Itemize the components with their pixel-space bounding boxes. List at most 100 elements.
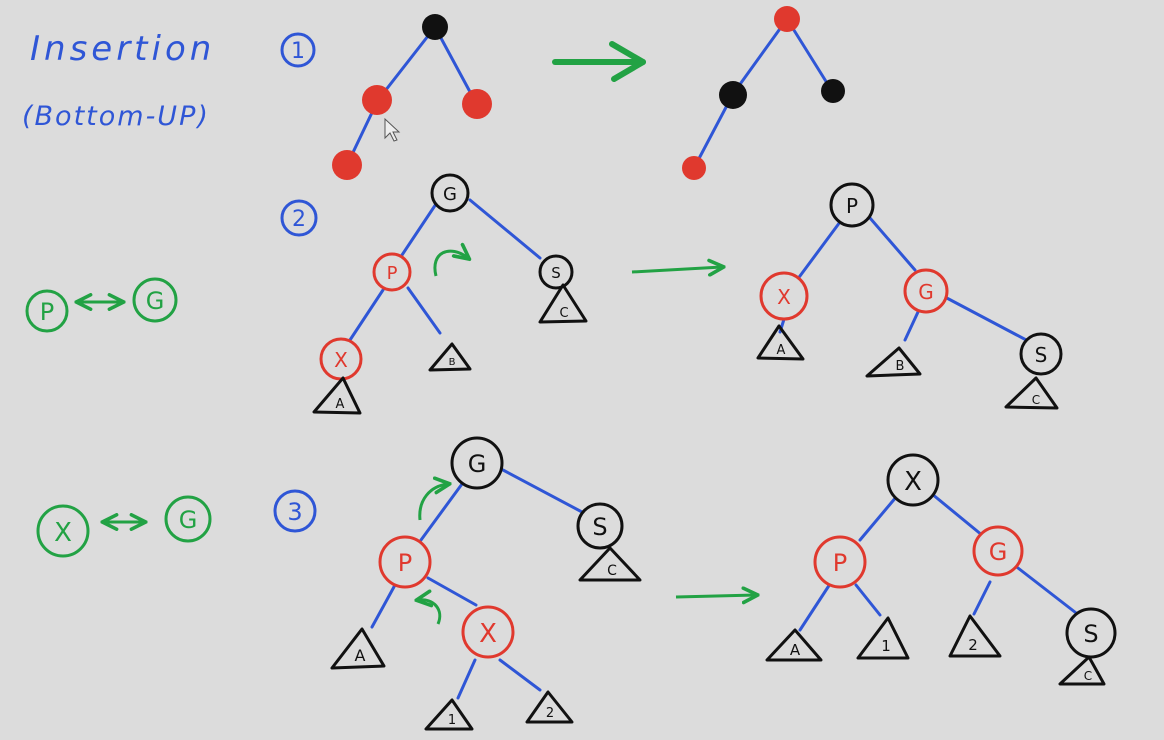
edge [941, 294, 1032, 344]
right-right-label: S [1083, 620, 1098, 648]
left-node [813, 535, 867, 589]
subtree-b [428, 342, 472, 372]
mouse-cursor-icon [384, 117, 401, 142]
red-node [332, 150, 362, 180]
subtree-2 [525, 690, 574, 724]
edge [854, 583, 882, 617]
swap-left-label: X [54, 518, 72, 548]
case-3-before-edges [370, 468, 584, 700]
root-label: P [846, 194, 858, 218]
edge [426, 576, 478, 607]
uncle-node [576, 502, 624, 550]
left-label: P [833, 549, 847, 577]
swap-left-circle [36, 504, 90, 558]
case-2-before-edges [348, 198, 542, 342]
edge [903, 310, 920, 342]
right-node [972, 525, 1024, 577]
subtree-c-label: C [1032, 393, 1040, 407]
right-right-node [1065, 607, 1117, 659]
black-node [821, 79, 845, 103]
case-1-number-circle [280, 32, 316, 68]
subtree-1-label: 1 [448, 713, 456, 728]
rotate-left-arrow [418, 600, 442, 625]
rotate-right-arrow [433, 251, 468, 277]
transform-arrow [675, 595, 756, 597]
right-label: G [989, 538, 1008, 566]
grandparent-node [430, 173, 470, 213]
heading-title: Insertion [30, 29, 215, 69]
case-2-number-circle [280, 199, 318, 237]
subtree-2-label: 2 [968, 636, 978, 654]
transform-arrow-head [609, 41, 646, 82]
case-2-after-edges [778, 216, 1032, 344]
root-node [886, 453, 940, 507]
swap-right-label: G [179, 506, 198, 534]
root-node [829, 182, 875, 228]
edge [433, 25, 478, 105]
edge [858, 494, 899, 542]
edge [370, 583, 397, 629]
case-3-number: 3 [287, 498, 302, 526]
subtree-1 [856, 616, 910, 660]
subtree-b-label: B [896, 359, 905, 374]
edge [498, 658, 542, 692]
red-node [682, 156, 706, 180]
rotate-right-arrow [418, 484, 448, 521]
uncle-label: S [592, 513, 607, 541]
edge [785, 17, 834, 93]
grandparent-label: G [443, 184, 457, 205]
uncle-node [538, 254, 574, 290]
swap-left-circle [25, 289, 69, 333]
case-1-number: 1 [291, 39, 305, 64]
red-node [774, 6, 800, 32]
edge [406, 286, 442, 335]
swap-right-label: G [146, 287, 165, 315]
edge [501, 468, 584, 514]
parent-node [378, 535, 432, 589]
subtree-c [538, 283, 588, 324]
black-node [719, 81, 747, 109]
case-2-number: 2 [292, 207, 306, 232]
case-3: 3 X G G P S C A X 1 [36, 436, 1117, 731]
edge [419, 482, 464, 542]
parent-label: P [398, 549, 412, 577]
case-2: 2 P G G P S C X A B [25, 173, 1063, 415]
subtree-a [756, 324, 805, 361]
edge [868, 216, 917, 272]
parent-label: P [387, 263, 398, 284]
case-3-number-circle [273, 489, 317, 533]
heading-subtitle: (Bottom-UP) [22, 101, 210, 132]
right-label: G [918, 280, 934, 304]
subtree-c-label: C [607, 563, 617, 579]
subtree-a-label: A [355, 646, 366, 665]
subtree-c-label: C [1084, 669, 1092, 683]
swap-right-circle [164, 495, 212, 543]
case-1-after-tree [692, 17, 834, 170]
case-1: 1 [280, 6, 845, 180]
red-node [462, 89, 492, 119]
left-node [759, 271, 809, 321]
right-right-label: S [1035, 343, 1048, 367]
grandparent-label: G [468, 450, 487, 478]
node-x [461, 605, 515, 659]
edge [456, 658, 477, 700]
edge [972, 580, 992, 616]
swap-left-label: P [40, 298, 54, 326]
transform-arrow [631, 267, 722, 272]
root-label: X [904, 467, 922, 497]
edge [798, 582, 832, 632]
edge [930, 492, 990, 542]
subtree-b [865, 346, 922, 378]
subtree-1-label: 1 [881, 637, 891, 655]
black-node [422, 14, 448, 40]
subtree-a-label: A [790, 641, 801, 659]
subtree-c [1004, 376, 1059, 410]
edge [398, 202, 438, 260]
left-label: X [777, 285, 791, 309]
subtree-a [312, 376, 362, 415]
subtree-c [1058, 655, 1106, 686]
edge [1016, 566, 1082, 618]
subtree-2-label: 2 [546, 706, 554, 721]
subtree-a [765, 628, 823, 662]
